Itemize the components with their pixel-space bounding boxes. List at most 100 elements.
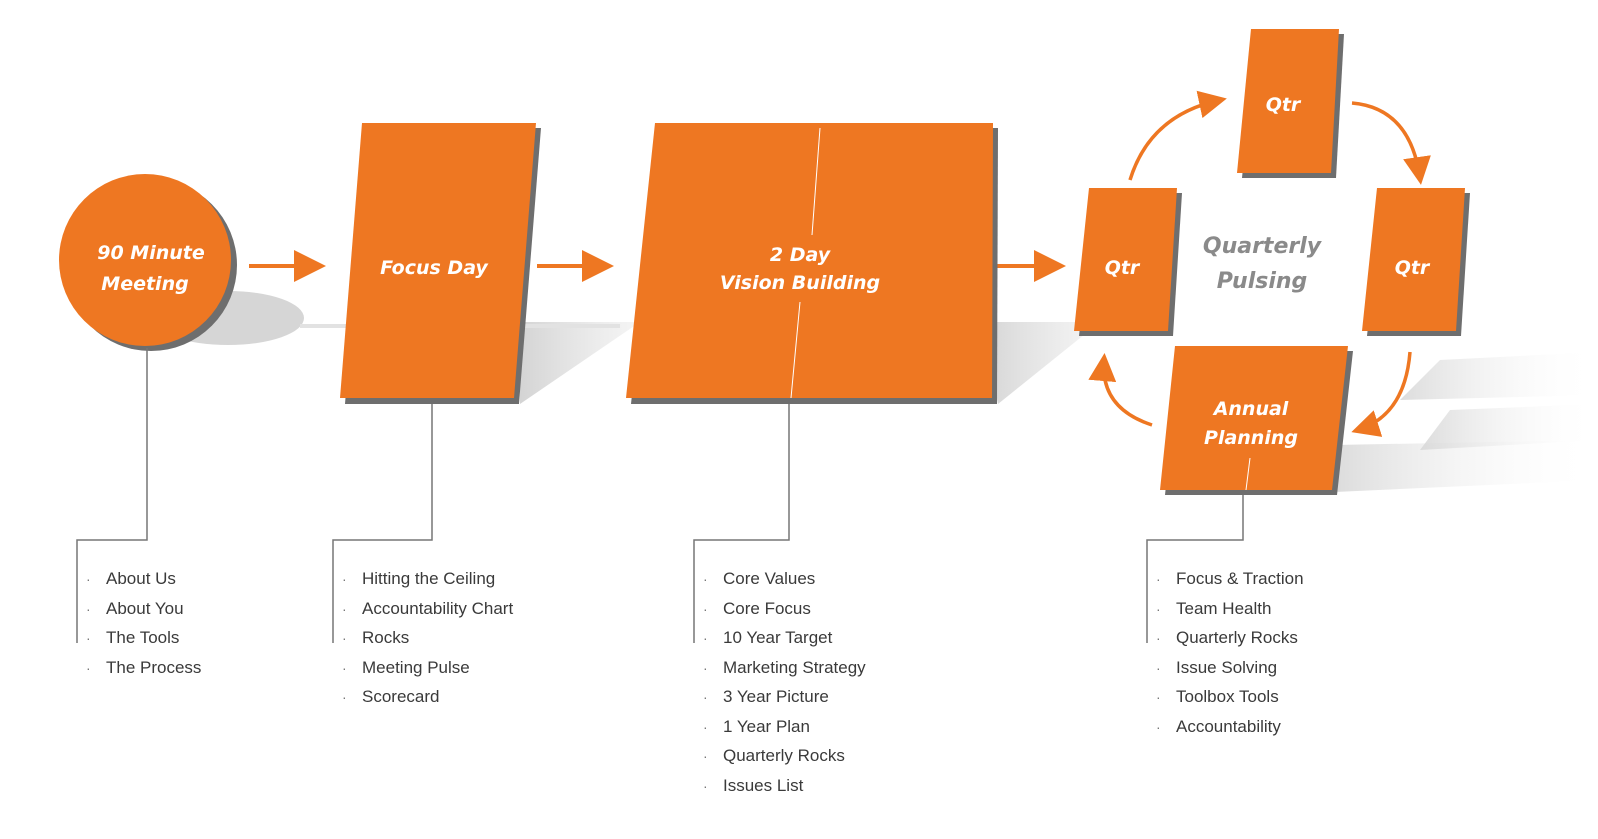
meeting-circle-fill	[59, 174, 231, 346]
list-item-label: Focus & Traction	[1176, 569, 1304, 588]
qtr-left-label: Qtr	[1105, 257, 1141, 279]
list-item-label: 10 Year Target	[723, 628, 833, 647]
connector-lines	[76, 348, 1244, 643]
list-item: · Issue Solving	[1156, 653, 1304, 683]
bullet-icon: ·	[703, 659, 708, 676]
bullet-icon: ·	[342, 689, 347, 705]
bullet-icon: ·	[703, 600, 708, 617]
qtr-right-label: Qtr	[1395, 257, 1431, 279]
bullet-icon: ·	[1156, 689, 1161, 705]
list-item-label: Issue Solving	[1176, 657, 1278, 677]
arrow-left-to-top	[1128, 90, 1227, 181]
bullet-icon: ·	[703, 748, 708, 764]
list-item: · Focus & Traction	[1156, 564, 1304, 594]
list-item: · Scorecard	[342, 682, 513, 712]
quarterly-floor-shadow-3	[1420, 404, 1598, 450]
bullet-icon: ·	[703, 571, 708, 587]
list-item-label: Core Focus	[723, 598, 811, 618]
focus-day-topic-list: ·Hitting the Ceiling·Accountability Char…	[342, 564, 513, 712]
quarterly-floor-shadow-2	[1400, 352, 1598, 400]
list-item-label: Team Health	[1176, 598, 1272, 618]
annual-label-line1: Annual	[1212, 398, 1289, 420]
focus-day-label: Focus Day	[380, 257, 489, 279]
vision-divider-top	[811, 127, 821, 236]
list-item-label: Scorecard	[362, 687, 440, 706]
list-item: · Accountability	[1156, 712, 1304, 742]
qtr-right-fill	[1362, 188, 1465, 331]
bullet-icon: ·	[342, 659, 347, 676]
list-item: ·Hitting the Ceiling	[342, 564, 513, 594]
arrow-right-to-annual	[1351, 351, 1412, 437]
vision-block: 2 Day Vision Building	[626, 123, 998, 404]
list-item-label: Issues List	[723, 775, 804, 795]
bullet-icon: ·	[1156, 600, 1161, 617]
arrow-top-to-right	[1351, 101, 1431, 185]
list-item-label: Marketing Strategy	[723, 657, 866, 677]
focus-day-block: Focus Day	[340, 123, 541, 404]
annual-label-line2: Planning	[1204, 427, 1298, 449]
bullet-icon: ·	[1156, 659, 1161, 676]
bullet-icon: ·	[703, 689, 708, 705]
list-item-label: Meeting Pulse	[362, 657, 470, 677]
qtr-top-fill	[1237, 29, 1339, 173]
quarterly-floor-shadow-1	[1335, 440, 1598, 492]
vision-divider-bottom	[790, 301, 801, 399]
bullet-icon: ·	[86, 571, 91, 587]
bullet-icon: ·	[1156, 630, 1161, 646]
focus-connector	[332, 404, 433, 643]
quarterly-connector	[1146, 495, 1244, 643]
qtr-left-fill	[1074, 188, 1177, 331]
list-item-label: About Us	[106, 569, 176, 588]
list-item: · About Us	[86, 564, 201, 594]
bullet-icon: ·	[1156, 571, 1161, 587]
list-item: · Quarterly Rocks	[1156, 623, 1304, 653]
vision-floor-shadow	[980, 322, 1100, 404]
list-item: ·1 Year Plan	[703, 712, 866, 742]
meeting-label-line2: Meeting	[101, 273, 188, 295]
focus-floor-shadow	[520, 322, 640, 404]
meeting-label-line1: 90 Minute	[97, 242, 205, 264]
bullet-icon: ·	[703, 777, 708, 794]
meeting-connector	[76, 348, 148, 643]
qtr-top-label: Qtr	[1266, 94, 1302, 116]
list-item: ·The Tools	[86, 623, 201, 653]
list-item-label: The Process	[106, 657, 202, 677]
list-item: · The Process	[86, 653, 201, 683]
bullet-icon: ·	[1156, 718, 1161, 735]
bullet-icon: ·	[342, 571, 347, 587]
list-item: ·Accountability Chart	[342, 594, 513, 624]
vision-connector	[693, 404, 790, 643]
list-item-label: Accountability Chart	[362, 598, 514, 618]
list-item: · Marketing Strategy	[703, 653, 866, 683]
list-item-label: Quarterly Rocks	[1176, 628, 1298, 647]
list-item-label: Quarterly Rocks	[723, 746, 845, 765]
list-item: · Issues List	[703, 771, 866, 801]
bullet-icon: ·	[342, 630, 347, 646]
bullet-icon: ·	[86, 600, 91, 617]
bullet-icon: ·	[703, 630, 708, 646]
list-item: · 3 Year Picture	[703, 682, 866, 712]
list-item: · Meeting Pulse	[342, 653, 513, 683]
list-item: · Team Health	[1156, 594, 1304, 624]
bullet-icon: ·	[86, 659, 91, 676]
list-item-label: The Tools	[106, 628, 180, 647]
vision-fill	[626, 123, 993, 398]
vision-label-line2: Vision Building	[720, 272, 880, 294]
list-item-label: Rocks	[362, 628, 410, 647]
list-item: · About You	[86, 594, 201, 624]
meeting-topic-list: · About Us · About You ·The Tools · The Proces…	[86, 564, 201, 682]
vision-label-line1: 2 Day	[770, 244, 832, 266]
list-item-label: 3 Year Picture	[723, 687, 829, 706]
list-item-label: Toolbox Tools	[1176, 687, 1279, 706]
list-item-label: About You	[106, 598, 184, 618]
quarterly-center-line1: Quarterly	[1203, 234, 1323, 259]
list-item-label: 1 Year Plan	[723, 716, 810, 736]
arrow-annual-to-left	[1088, 353, 1153, 427]
list-item: · Quarterly Rocks	[703, 741, 866, 771]
list-item-label: Accountability	[1176, 716, 1281, 736]
list-item-label: Core Values	[723, 569, 816, 588]
annual-fill	[1160, 346, 1348, 490]
quarterly-center-line2: Pulsing	[1217, 269, 1308, 294]
list-item: · Core Values	[703, 564, 866, 594]
